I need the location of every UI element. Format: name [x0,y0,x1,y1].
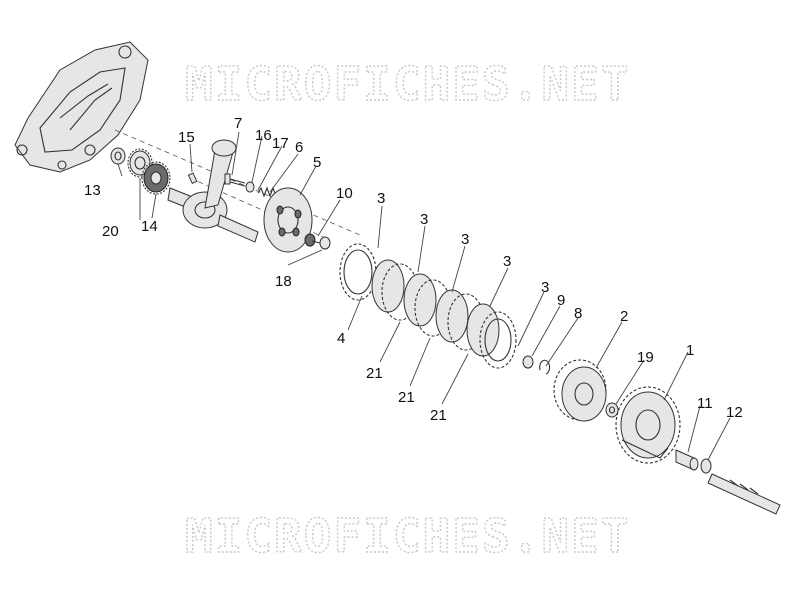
washer-9 [522,355,534,369]
callout-3d: 3 [503,253,511,270]
clutch-basket-1 [615,386,681,464]
clutch-plate-stack [339,243,517,369]
callout-16: 16 [255,127,272,144]
callout-9: 9 [557,292,565,309]
callout-19: 19 [637,349,654,366]
callout-17: 17 [272,135,289,152]
callout-20: 20 [102,223,119,240]
callout-2: 2 [620,308,628,325]
callout-4: 4 [337,330,345,347]
watermark-top: MICROFICHES.NET [185,57,630,111]
callout-14: 14 [141,218,158,235]
callout-3b: 3 [420,211,428,228]
main-shaft [707,473,781,515]
bush-11 [675,449,699,471]
callout-3a: 3 [377,190,385,207]
callout-21c: 21 [430,407,447,424]
washer-12 [700,458,712,474]
pushrod-18 [311,236,331,250]
nut-13 [110,147,126,165]
callout-15: 15 [178,129,195,146]
bolt-7 [224,173,246,187]
callout-21b: 21 [398,389,415,406]
pressure-plate-5 [263,187,313,253]
callout-3e: 3 [541,279,549,296]
callout-12: 12 [726,404,743,421]
gear-14 [141,161,171,195]
bearing-10 [304,233,316,247]
callout-18: 18 [275,273,292,290]
callout-6: 6 [295,139,303,156]
callout-11: 11 [697,395,713,412]
callout-7: 7 [234,115,242,132]
circlip-8 [539,359,551,375]
washer-16 [245,181,255,193]
crankcase-cover [14,41,149,173]
callout-8: 8 [574,305,582,322]
callout-10: 10 [336,185,353,202]
washer-19 [605,402,619,418]
callout-labels: 13 20 14 15 7 16 17 6 5 10 18 3 3 3 3 3 … [84,115,743,424]
callout-3c: 3 [461,231,469,248]
pin-15 [187,172,198,185]
crankshaft [167,139,259,243]
watermark-bottom: MICROFICHES.NET [185,509,630,563]
callout-5: 5 [313,154,321,171]
callout-21a: 21 [366,365,383,382]
callout-1: 1 [686,342,694,359]
clutch-hub-2 [553,359,607,422]
callout-13: 13 [84,182,101,199]
leader-lines [117,131,731,461]
